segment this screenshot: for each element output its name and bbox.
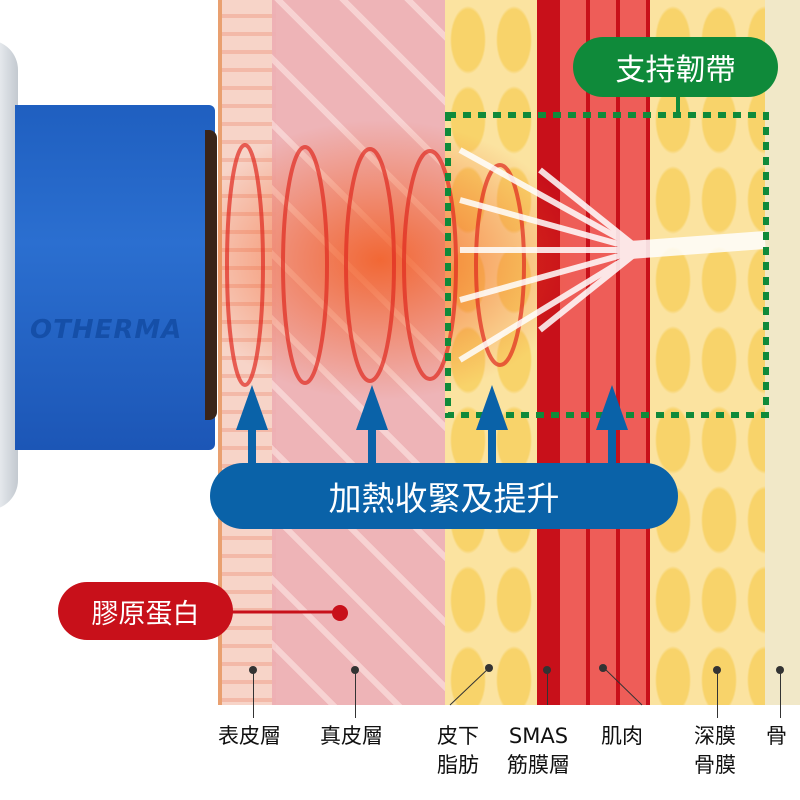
up-arrows <box>236 385 628 470</box>
ligament-fibers <box>458 147 766 363</box>
label-smas: SMAS 筋膜層 <box>507 724 570 777</box>
heat-tighten-lift-label: 加熱收緊及提升 <box>210 463 678 529</box>
device-brand: OTHERMA <box>30 315 183 345</box>
label-subcutaneous-fat: 皮下 脂肪 <box>437 724 479 777</box>
muscle-dot <box>599 664 607 672</box>
label-bone: 骨 <box>766 724 787 748</box>
device-tip <box>205 130 217 420</box>
support-ligament-label: 支持韌帶 <box>573 37 778 97</box>
collagen-label: 膠原蛋白 <box>58 582 233 640</box>
label-dermis: 真皮層 <box>320 724 383 748</box>
label-muscle: 肌肉 <box>601 724 643 748</box>
bone-layer <box>765 0 800 705</box>
device-handle <box>0 40 18 510</box>
label-deep-fascia: 深膜 骨膜 <box>694 724 736 777</box>
ligament-box <box>445 112 769 418</box>
label-epidermis: 表皮層 <box>218 724 281 748</box>
device-head <box>15 105 215 450</box>
